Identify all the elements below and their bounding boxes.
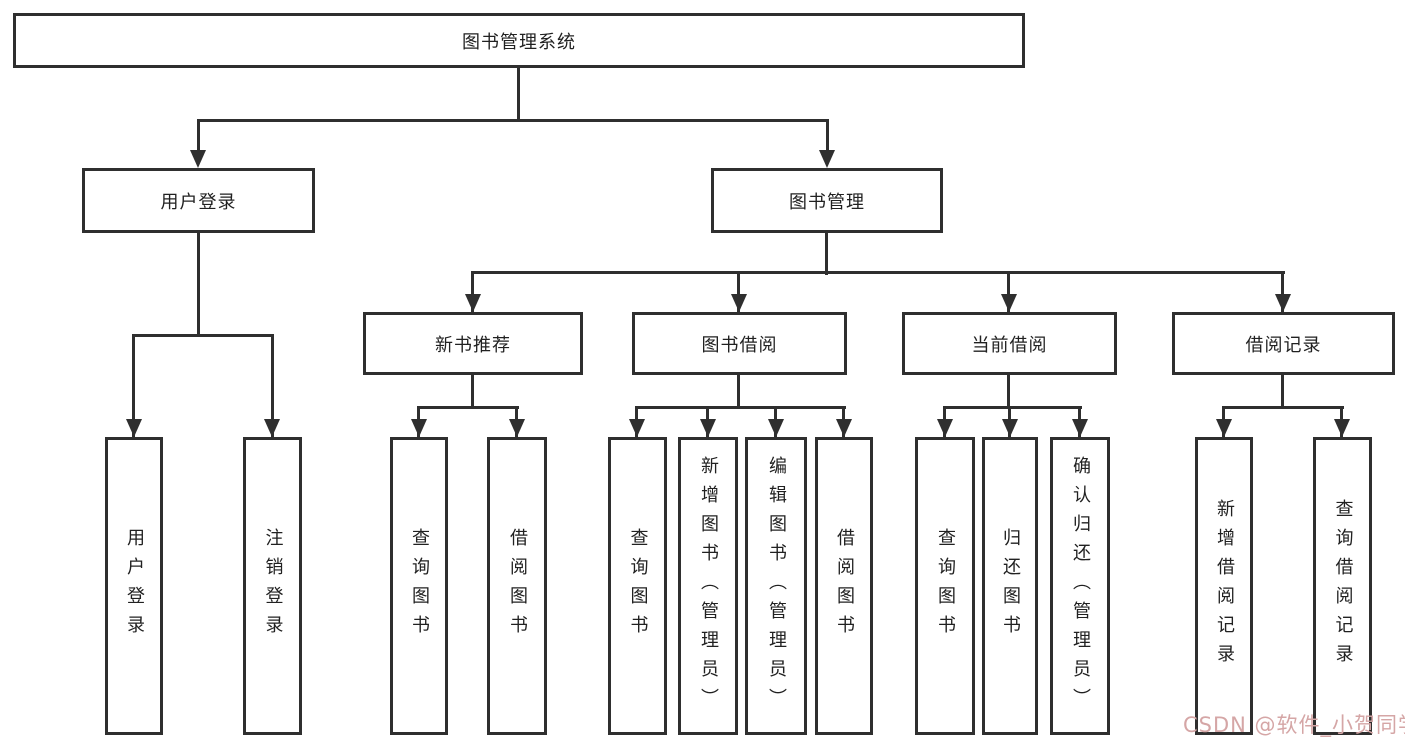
arrowhead bbox=[1072, 419, 1088, 437]
arrowhead bbox=[126, 419, 142, 437]
connector-book-mgmt-stem bbox=[825, 233, 828, 275]
connector-drop-leaf bbox=[132, 334, 135, 437]
leaf-return-book: 归还图书 bbox=[982, 437, 1038, 735]
connector-drop-book-management bbox=[826, 119, 829, 154]
connector-drop-user-login bbox=[197, 119, 200, 154]
connector-new-book-stem bbox=[471, 375, 474, 409]
watermark: CSDN @软件_小贺同学 bbox=[1183, 713, 1405, 737]
connector-drop-leaf bbox=[271, 334, 274, 437]
leaf-query-books-recommend: 查询图书 bbox=[390, 437, 448, 735]
leaf-borrow-books: 借阅图书 bbox=[815, 437, 873, 735]
arrowhead bbox=[836, 419, 852, 437]
arrowhead bbox=[700, 419, 716, 437]
node-book-borrowing: 图书借阅 bbox=[632, 312, 847, 375]
node-user-login: 用户登录 bbox=[82, 168, 315, 233]
connector-borrow-records-bar bbox=[1222, 406, 1344, 409]
arrowhead bbox=[1334, 419, 1350, 437]
connector-book-mgmt-bar bbox=[472, 271, 1285, 274]
connector-drop-book-borrow bbox=[737, 271, 740, 312]
node-book-management: 图书管理 bbox=[711, 168, 943, 233]
arrowhead bbox=[629, 419, 645, 437]
connector-borrow-records-stem bbox=[1281, 375, 1284, 409]
arrowhead bbox=[465, 294, 481, 312]
connector-user-login-bar bbox=[133, 334, 274, 337]
leaf-query-books-current: 查询图书 bbox=[915, 437, 975, 735]
arrowhead bbox=[937, 419, 953, 437]
leaf-query-borrow-record: 查询借阅记录 bbox=[1313, 437, 1372, 735]
connector-root-stem bbox=[517, 66, 520, 122]
arrowhead bbox=[509, 419, 525, 437]
arrowhead bbox=[768, 419, 784, 437]
arrowhead bbox=[1216, 419, 1232, 437]
connector-drop-current-borrow bbox=[1007, 271, 1010, 312]
node-new-book-recommendation: 新书推荐 bbox=[363, 312, 583, 375]
leaf-confirm-return-admin: 确认归还（管理员） bbox=[1050, 437, 1110, 735]
arrowhead bbox=[819, 150, 835, 168]
arrowhead bbox=[411, 419, 427, 437]
arrowhead bbox=[1275, 294, 1291, 312]
leaf-query-books-borrow: 查询图书 bbox=[608, 437, 667, 735]
connector-user-login-stem bbox=[197, 233, 200, 337]
connector-new-book-bar bbox=[417, 406, 519, 409]
arrowhead bbox=[190, 150, 206, 168]
arrowhead bbox=[731, 294, 747, 312]
connector-current-borrow-stem bbox=[1007, 375, 1010, 409]
leaf-user-login: 用户登录 bbox=[105, 437, 163, 735]
node-current-borrowing: 当前借阅 bbox=[902, 312, 1117, 375]
connector-root-bar bbox=[197, 119, 829, 122]
node-borrowing-records: 借阅记录 bbox=[1172, 312, 1395, 375]
connector-current-borrow-bar bbox=[943, 406, 1082, 409]
connector-book-borrow-stem bbox=[737, 375, 740, 409]
node-library-system: 图书管理系统 bbox=[13, 13, 1025, 68]
arrowhead bbox=[1001, 294, 1017, 312]
leaf-logout: 注销登录 bbox=[243, 437, 302, 735]
leaf-add-borrow-record: 新增借阅记录 bbox=[1195, 437, 1253, 735]
arrowhead bbox=[1002, 419, 1018, 437]
leaf-borrow-books-recommend: 借阅图书 bbox=[487, 437, 547, 735]
connector-drop-new-book bbox=[471, 271, 474, 312]
leaf-add-book-admin: 新增图书（管理员） bbox=[678, 437, 738, 735]
leaf-edit-book-admin: 编辑图书（管理员） bbox=[745, 437, 807, 735]
connector-book-borrow-bar bbox=[635, 406, 846, 409]
arrowhead bbox=[264, 419, 280, 437]
connector-drop-borrow-records bbox=[1281, 271, 1284, 312]
